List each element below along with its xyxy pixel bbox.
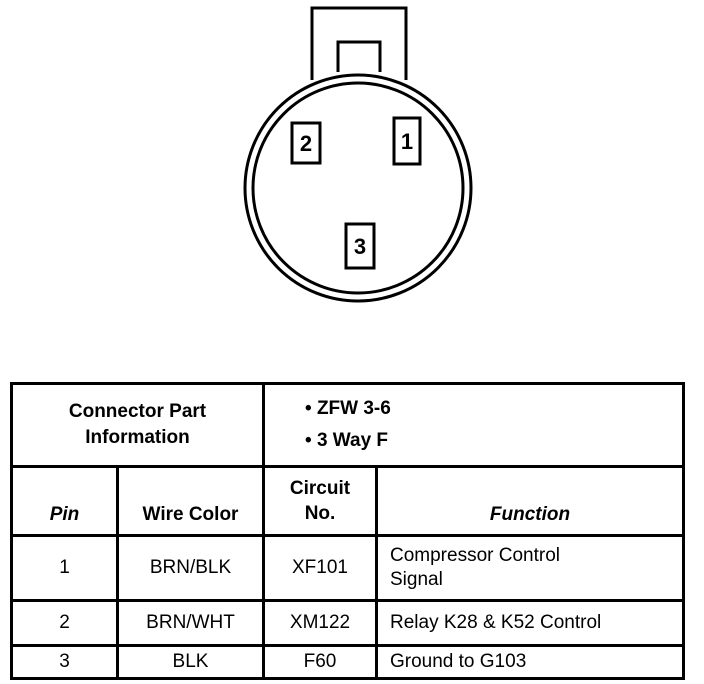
part-info-label-line1: Connector Part xyxy=(68,401,207,422)
header-row: Pin Wire Color Circuit No. Function xyxy=(10,465,686,537)
connector-face-diagram: 2 1 3 xyxy=(243,6,473,303)
pin-cavity-3: 3 xyxy=(344,222,376,270)
header-circuit-no: Circuit No. xyxy=(262,465,378,537)
pin-label-2: 2 xyxy=(300,131,312,156)
pin-label-1: 1 xyxy=(401,129,413,154)
cell-circuit: F60 xyxy=(262,644,378,680)
part-number: ZFW 3-6 xyxy=(316,398,391,419)
connector-inner-ring xyxy=(251,81,465,295)
pin-cavity-2: 2 xyxy=(290,121,322,165)
pin-cavity-1: 1 xyxy=(392,116,422,166)
connector-info-table: Connector Part Information • ZFW 3-6 • 3… xyxy=(10,382,686,680)
header-pin: Pin xyxy=(10,465,119,537)
header-circuit-line1: Circuit xyxy=(289,478,351,499)
part-info-label-cell: Connector Part Information xyxy=(10,382,265,468)
table-row: 1 BRN/BLK XF101 Compressor Control Signa… xyxy=(10,534,686,602)
cell-pin: 3 xyxy=(10,644,119,680)
header-circuit-line2: No. xyxy=(304,503,336,524)
cell-pin: 2 xyxy=(10,599,119,647)
function-line1: Compressor Control xyxy=(390,545,560,566)
table-row: 2 BRN/WHT XM122 Relay K28 & K52 Control xyxy=(10,599,686,647)
cell-function: Relay K28 & K52 Control xyxy=(374,599,686,647)
part-info-bullet: • ZFW 3-6 xyxy=(305,398,391,419)
part-info-bullet: • 3 Way F xyxy=(305,430,389,451)
header-function: Function xyxy=(374,465,686,537)
cell-circuit: XM122 xyxy=(262,599,378,647)
connector-type: 3 Way F xyxy=(316,430,389,451)
cell-pin: 1 xyxy=(10,534,119,602)
part-info-values-cell: • ZFW 3-6 • 3 Way F xyxy=(261,382,686,468)
table-row: 3 BLK F60 Ground to G103 xyxy=(10,644,686,680)
cell-circuit: XF101 xyxy=(262,534,378,602)
cell-wire-color: BRN/BLK xyxy=(116,534,265,602)
cell-wire-color: BLK xyxy=(116,644,265,680)
cell-function: Ground to G103 xyxy=(374,644,686,680)
pin-label-3: 3 xyxy=(354,234,366,259)
function-line2: Signal xyxy=(390,569,443,590)
part-info-row: Connector Part Information • ZFW 3-6 • 3… xyxy=(10,382,686,468)
part-info-label-line2: Information xyxy=(85,427,190,448)
cell-wire-color: BRN/WHT xyxy=(116,599,265,647)
connector-latch xyxy=(310,6,408,80)
cell-function: Compressor Control Signal xyxy=(374,534,686,602)
header-wire-color: Wire Color xyxy=(116,465,265,537)
